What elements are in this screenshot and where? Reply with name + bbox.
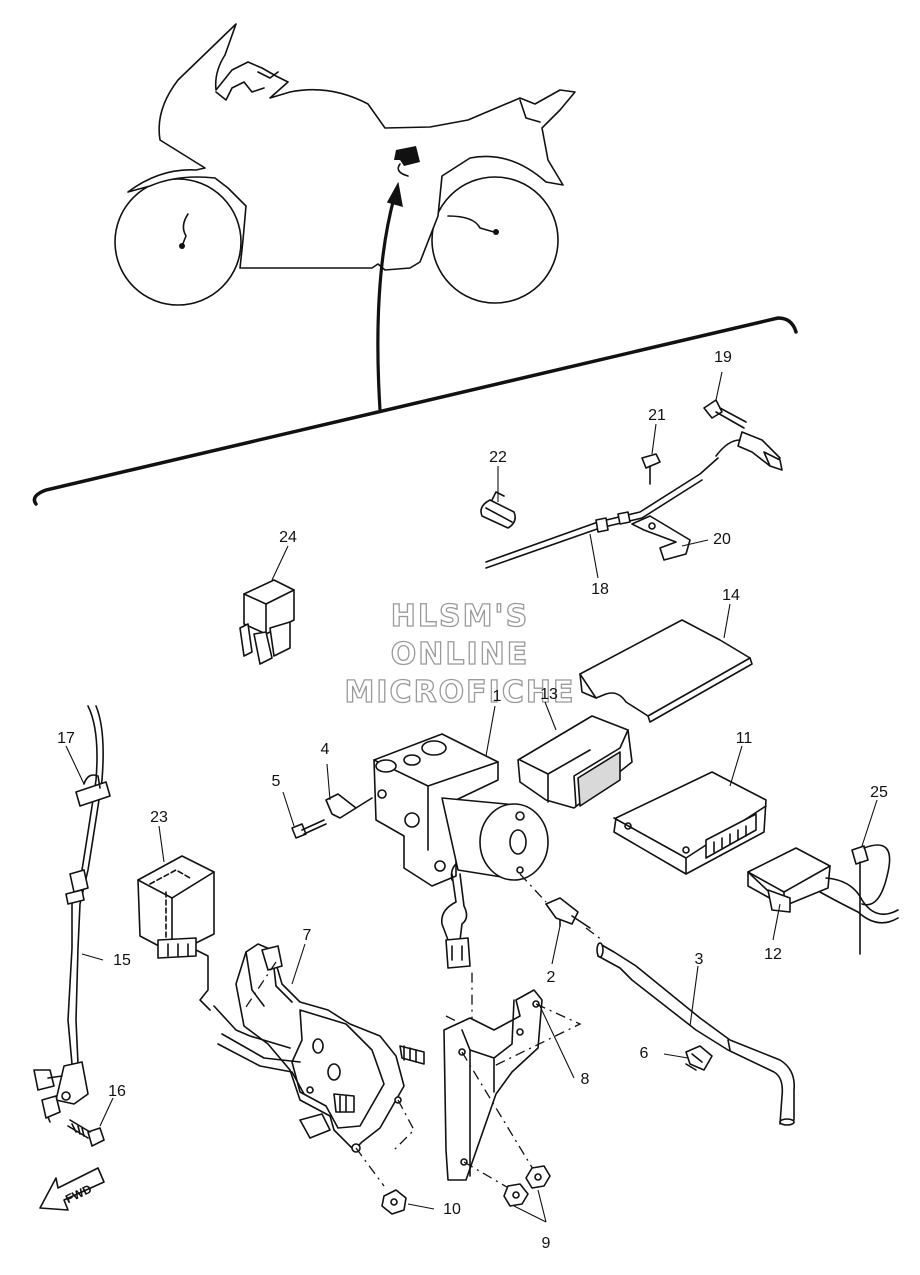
part-12-connector[interactable] [747, 847, 899, 924]
callout-8[interactable]: 8 [581, 1071, 590, 1088]
section-divider [32, 316, 798, 506]
callout-7[interactable]: 7 [303, 927, 312, 944]
callout-5[interactable]: 5 [272, 773, 281, 790]
callout-14[interactable]: 14 [722, 587, 740, 604]
part-19-bolt[interactable] [703, 399, 747, 429]
watermark-line-3: MICROFICHE [345, 675, 576, 710]
callout-17[interactable]: 17 [57, 730, 75, 747]
part-4-bracket[interactable] [325, 793, 373, 819]
hose-routing-dash [519, 873, 603, 941]
callout-4[interactable]: 4 [321, 741, 330, 758]
fastener-guide-lines [243, 961, 582, 1191]
callout-24[interactable]: 24 [279, 529, 297, 546]
part-7-main-bracket[interactable] [213, 943, 425, 1153]
part-24-relay[interactable] [239, 579, 295, 665]
part-11-abs-ecu[interactable] [613, 771, 767, 875]
part-23-fail-safe-relay[interactable] [137, 855, 215, 1011]
part-20-sensor-bracket[interactable] [631, 515, 691, 561]
callout-3[interactable]: 3 [695, 951, 704, 968]
part-17-clamp[interactable] [75, 774, 111, 807]
part-21-screw[interactable] [641, 453, 661, 485]
callout-25[interactable]: 25 [870, 784, 888, 801]
callout-15[interactable]: 15 [113, 952, 131, 969]
watermark-line-2: ONLINE [391, 637, 530, 672]
callout-22[interactable]: 22 [489, 449, 507, 466]
callout-13[interactable]: 13 [540, 686, 558, 703]
callout-11[interactable]: 11 [736, 730, 753, 747]
callout-19[interactable]: 19 [714, 349, 732, 366]
callout-12[interactable]: 12 [764, 946, 782, 963]
callout-2[interactable]: 2 [547, 969, 556, 986]
part-2-hose-union[interactable] [545, 897, 591, 929]
callout-23[interactable]: 23 [150, 809, 168, 826]
part-6-hose-clip[interactable] [685, 1045, 713, 1071]
part-8-sub-bracket[interactable] [443, 989, 543, 1181]
part-3-breather-hose[interactable] [596, 942, 796, 1126]
abs-unit-locator-icon [394, 146, 420, 177]
part-9-nut-a[interactable] [525, 1165, 551, 1189]
motor-wire-connector [440, 873, 473, 1025]
fwd-direction-icon: FWD [39, 1167, 105, 1211]
part-9-nut-b[interactable] [503, 1183, 529, 1207]
callout-leader-lines [65, 371, 878, 1223]
callout-20[interactable]: 20 [713, 531, 731, 548]
part-19-front-wheel-sensor[interactable] [715, 431, 783, 471]
callout-21[interactable]: 21 [648, 407, 666, 424]
callout-10[interactable]: 10 [443, 1201, 461, 1218]
motorcycle-silhouette [114, 23, 576, 306]
part-22-clamp[interactable] [480, 491, 516, 529]
watermark-line-1: HLSM'S [391, 599, 529, 634]
part-10-nut[interactable] [381, 1189, 407, 1215]
location-pointer-arrow [376, 181, 403, 411]
callout-1[interactable]: 1 [493, 688, 502, 705]
callout-labels: 1 2 3 4 5 6 7 8 9 10 11 12 13 14 15 16 1… [57, 349, 888, 1252]
part-15-rear-sensor-lead[interactable] [65, 705, 104, 1065]
watermark: HLSM'S ONLINE MICROFICHE [344, 598, 576, 710]
part-16-bolt[interactable] [67, 1119, 105, 1147]
part-1-abs-hydraulic-unit[interactable] [373, 733, 549, 887]
callout-9[interactable]: 9 [542, 1235, 551, 1252]
rear-wheel-sensor[interactable] [33, 1061, 89, 1123]
part-25-cable-tie[interactable] [851, 844, 891, 955]
part-14-cover-plate[interactable] [579, 619, 753, 723]
callout-16[interactable]: 16 [108, 1083, 126, 1100]
part-13-ecu-holder[interactable] [517, 715, 633, 809]
part-5-bolt[interactable] [291, 819, 327, 839]
callout-6[interactable]: 6 [640, 1045, 649, 1062]
callout-18[interactable]: 18 [591, 581, 609, 598]
part-18-sensor-lead[interactable] [485, 457, 719, 569]
